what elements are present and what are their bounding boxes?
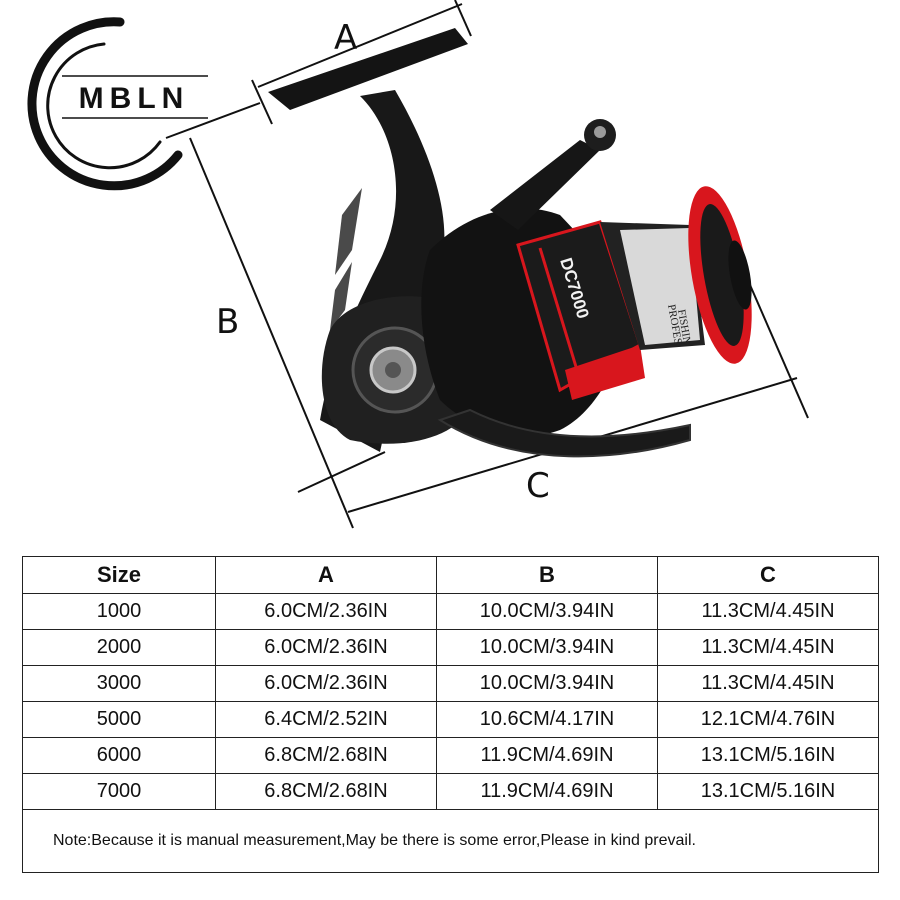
a-cell: 6.0CM/2.36IN [215,629,437,666]
c-cell: 13.1CM/5.16IN [657,773,879,810]
dimension-label-c: C [526,466,550,506]
size-cell: 5000 [22,701,216,738]
table-row: 2000 6.0CM/2.36IN 10.0CM/3.94IN 11.3CM/4… [22,629,879,666]
b-cell: 10.0CM/3.94IN [436,593,658,630]
a-cell: 6.4CM/2.52IN [215,701,437,738]
c-cell: 11.3CM/4.45IN [657,665,879,702]
size-cell: 7000 [22,773,216,810]
size-cell: 1000 [22,593,216,630]
dimension-label-b: B [216,302,240,342]
table-row: 7000 6.8CM/2.68IN 11.9CM/4.69IN 13.1CM/5… [22,773,879,810]
table-note-row: Note:Because it is manual measurement,Ma… [22,809,879,873]
brand-logo: MBLN [27,17,208,191]
table-header-row: Size A B C [22,556,879,594]
b-cell: 11.9CM/4.69IN [436,773,658,810]
c-cell: 11.3CM/4.45IN [657,629,879,666]
size-cell: 3000 [22,665,216,702]
size-table: Size A B C 1000 6.0CM/2.36IN 10.0CM/3.94… [22,556,879,873]
table-row: 3000 6.0CM/2.36IN 10.0CM/3.94IN 11.3CM/4… [22,665,879,702]
a-cell: 6.8CM/2.68IN [215,773,437,810]
brand-logo-text: MBLN [79,82,190,115]
dimension-label-a: A [334,18,358,58]
fishing-reel: DC7000 PROFES FISHIN [268,28,752,458]
size-cell: 6000 [22,737,216,774]
b-cell: 10.6CM/4.17IN [436,701,658,738]
a-cell: 6.0CM/2.36IN [215,593,437,630]
header-b: B [436,556,658,594]
b-cell: 11.9CM/4.69IN [436,737,658,774]
measurement-note: Note:Because it is manual measurement,Ma… [22,809,879,873]
c-cell: 11.3CM/4.45IN [657,593,879,630]
header-a: A [215,556,437,594]
table-row: 1000 6.0CM/2.36IN 10.0CM/3.94IN 11.3CM/4… [22,593,879,630]
b-cell: 10.0CM/3.94IN [436,629,658,666]
b-cell: 10.0CM/3.94IN [436,665,658,702]
c-cell: 12.1CM/4.76IN [657,701,879,738]
a-cell: 6.8CM/2.68IN [215,737,437,774]
table-row: 5000 6.4CM/2.52IN 10.6CM/4.17IN 12.1CM/4… [22,701,879,738]
header-c: C [657,556,879,594]
header-size: Size [22,556,216,594]
a-cell: 6.0CM/2.36IN [215,665,437,702]
table-row: 6000 6.8CM/2.68IN 11.9CM/4.69IN 13.1CM/5… [22,737,879,774]
c-cell: 13.1CM/5.16IN [657,737,879,774]
size-cell: 2000 [22,629,216,666]
product-illustration: MBLN [27,0,809,529]
